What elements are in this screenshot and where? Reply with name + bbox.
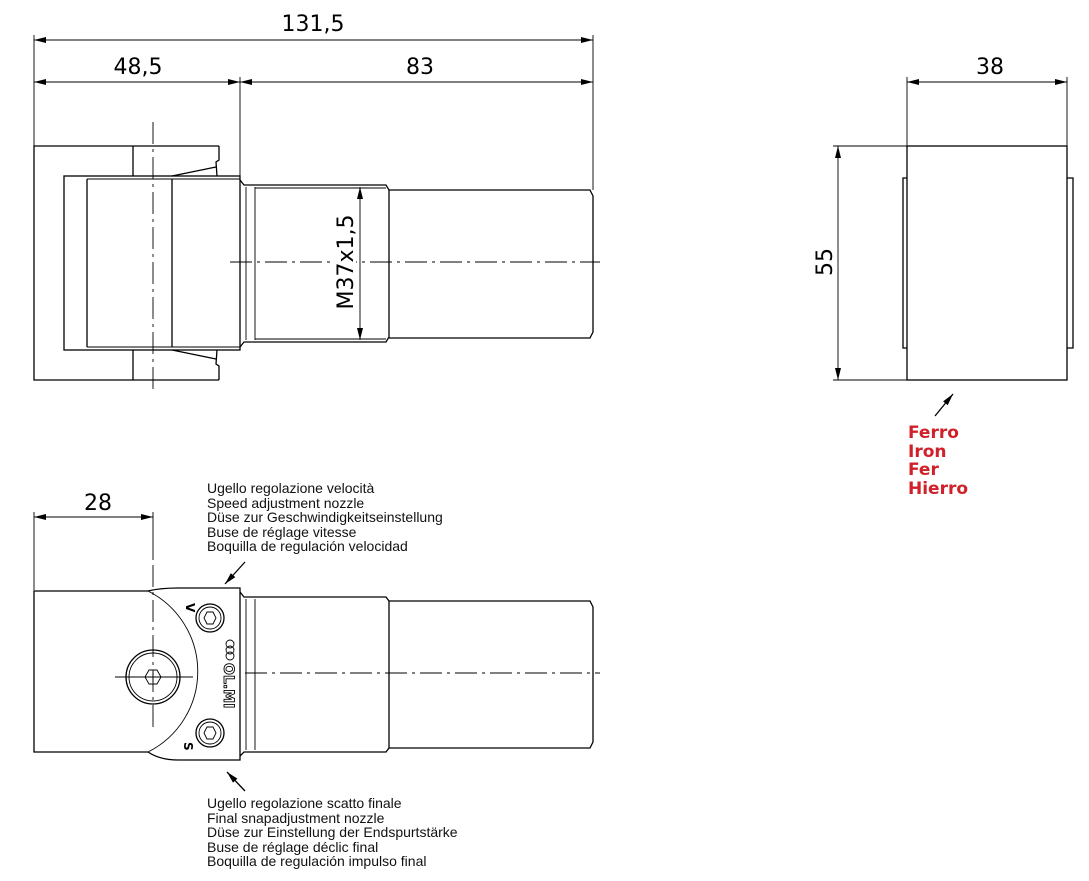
svg-text:83: 83 bbox=[406, 55, 434, 80]
speed-marking: V bbox=[183, 603, 197, 613]
label-fr: Buse de réglage déclic final bbox=[207, 838, 379, 855]
svg-text:55: 55 bbox=[813, 248, 838, 276]
svg-text:M37x1,5: M37x1,5 bbox=[334, 215, 359, 310]
dimension-pivot-offset: 28 bbox=[34, 491, 153, 520]
material-labels: Ferro Iron Fer Hierro bbox=[908, 424, 968, 499]
dimension-width: 38 bbox=[907, 55, 1067, 85]
label-de: Düse zur Geschwindigkeitseinstellung bbox=[207, 509, 443, 526]
olmi-logo: OL.MI bbox=[220, 639, 236, 709]
label-de: Düse zur Einstellung der Endspurtstärke bbox=[207, 824, 458, 841]
label-en: Speed adjustment nozzle bbox=[207, 494, 365, 511]
dimension-overall-length: 131,5 bbox=[34, 12, 593, 43]
svg-text:48,5: 48,5 bbox=[114, 55, 163, 80]
end-view: 38 55 bbox=[813, 55, 1074, 417]
material-it: Ferro bbox=[908, 423, 959, 443]
snap-nozzle-screw bbox=[195, 718, 225, 748]
speed-nozzle-labels: Ugello regolazione velocità Speed adjust… bbox=[207, 481, 443, 554]
dimension-shaft-length: 83 bbox=[240, 55, 593, 85]
snap-nozzle-labels: Ugello regolazione scatto finale Final s… bbox=[207, 796, 458, 869]
label-en: Final snapadjustment nozzle bbox=[207, 809, 385, 826]
speed-nozzle-screw bbox=[195, 603, 225, 633]
svg-text:38: 38 bbox=[976, 55, 1004, 80]
svg-text:OL.MI: OL.MI bbox=[220, 663, 236, 708]
material-arrow bbox=[934, 393, 954, 417]
dimension-thread: M37x1,5 bbox=[330, 187, 363, 340]
top-view: 28 V S OL.MI bbox=[33, 491, 600, 792]
snap-marking: S bbox=[181, 742, 195, 751]
pivot-bolt bbox=[125, 649, 181, 705]
label-it: Ugello regolazione velocità bbox=[207, 480, 375, 496]
dimension-head-length: 48,5 bbox=[34, 55, 240, 85]
label-it: Ugello regolazione scatto finale bbox=[207, 795, 402, 811]
svg-text:28: 28 bbox=[84, 491, 112, 516]
snap-nozzle-arrow bbox=[226, 771, 246, 792]
speed-nozzle-arrow bbox=[224, 561, 246, 585]
svg-text:131,5: 131,5 bbox=[282, 12, 345, 37]
side-view: 131,5 48,5 83 bbox=[33, 12, 600, 390]
material-es: Hierro bbox=[908, 479, 969, 500]
label-fr: Buse de réglage vitesse bbox=[207, 523, 357, 540]
label-es: Boquilla de regulación velocidad bbox=[207, 538, 408, 555]
dimension-height: 55 bbox=[813, 146, 841, 380]
label-es: Boquilla de regulación impulso final bbox=[207, 853, 427, 870]
material-fr: Fer bbox=[908, 460, 939, 481]
material-en: Iron bbox=[908, 441, 947, 462]
